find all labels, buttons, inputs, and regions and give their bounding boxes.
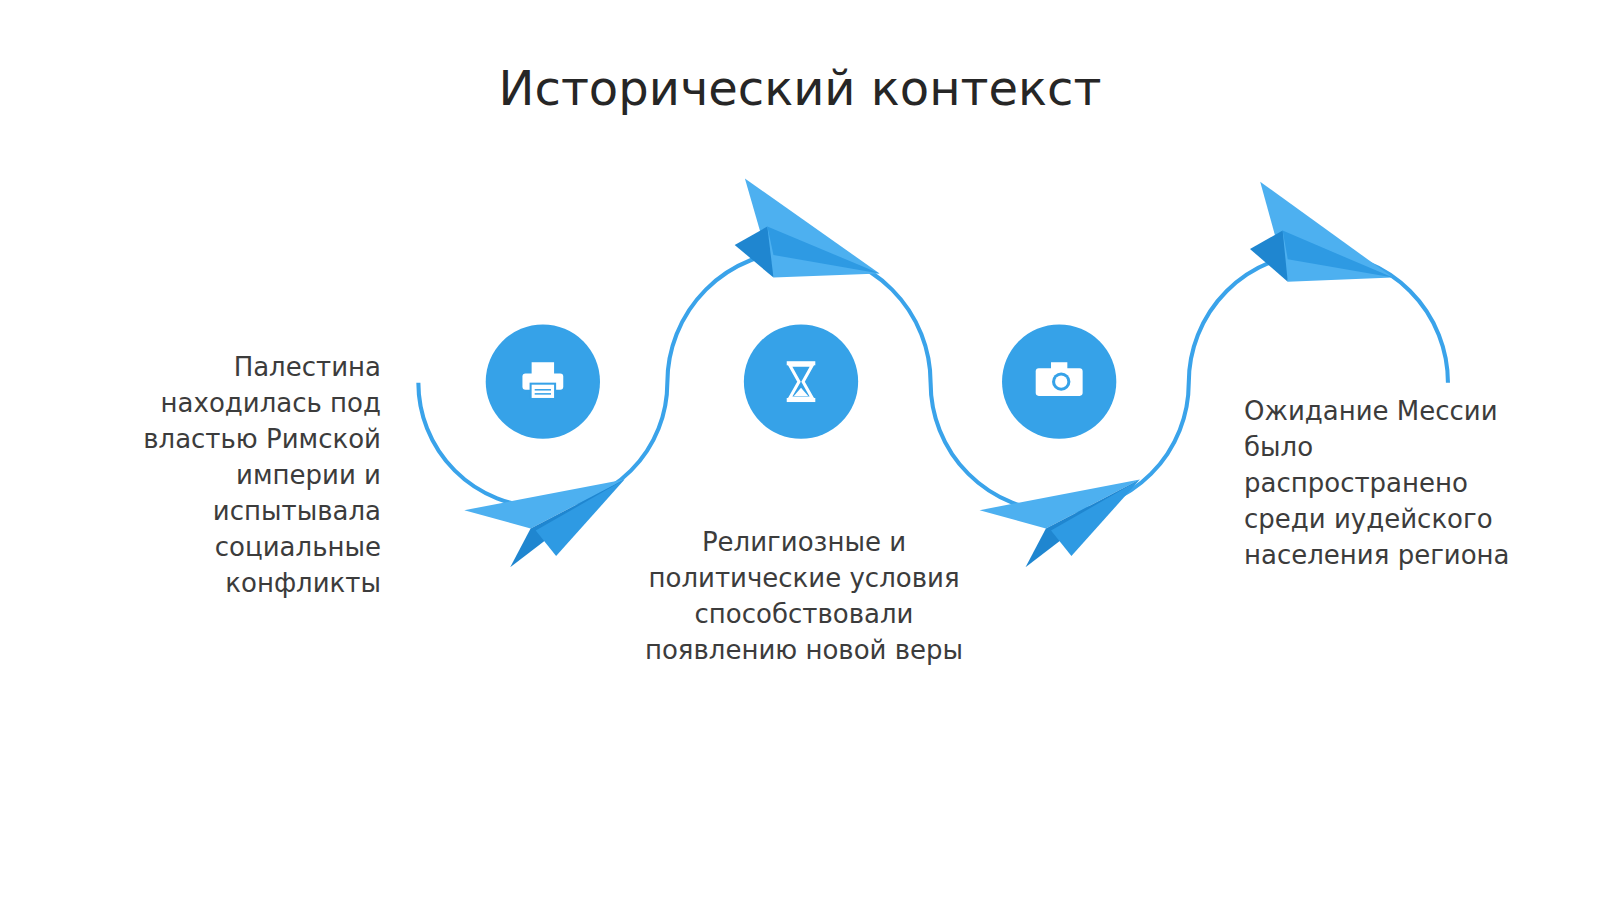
icon-circle	[744, 324, 858, 438]
text-label: Религиозные и политические условия спосо…	[619, 524, 989, 668]
slide-title: Исторический контекст	[0, 58, 1600, 118]
paper-plane	[1250, 182, 1393, 282]
paper-plane	[980, 480, 1140, 568]
paper-plane	[735, 179, 880, 278]
icon-circle	[486, 324, 600, 438]
paper-plane	[464, 480, 624, 568]
text-label: Палестина находилась под властью Римской…	[116, 349, 381, 601]
text-label: Ожидание Мессии было распространено сред…	[1244, 393, 1539, 573]
icon-circle	[1002, 324, 1116, 438]
